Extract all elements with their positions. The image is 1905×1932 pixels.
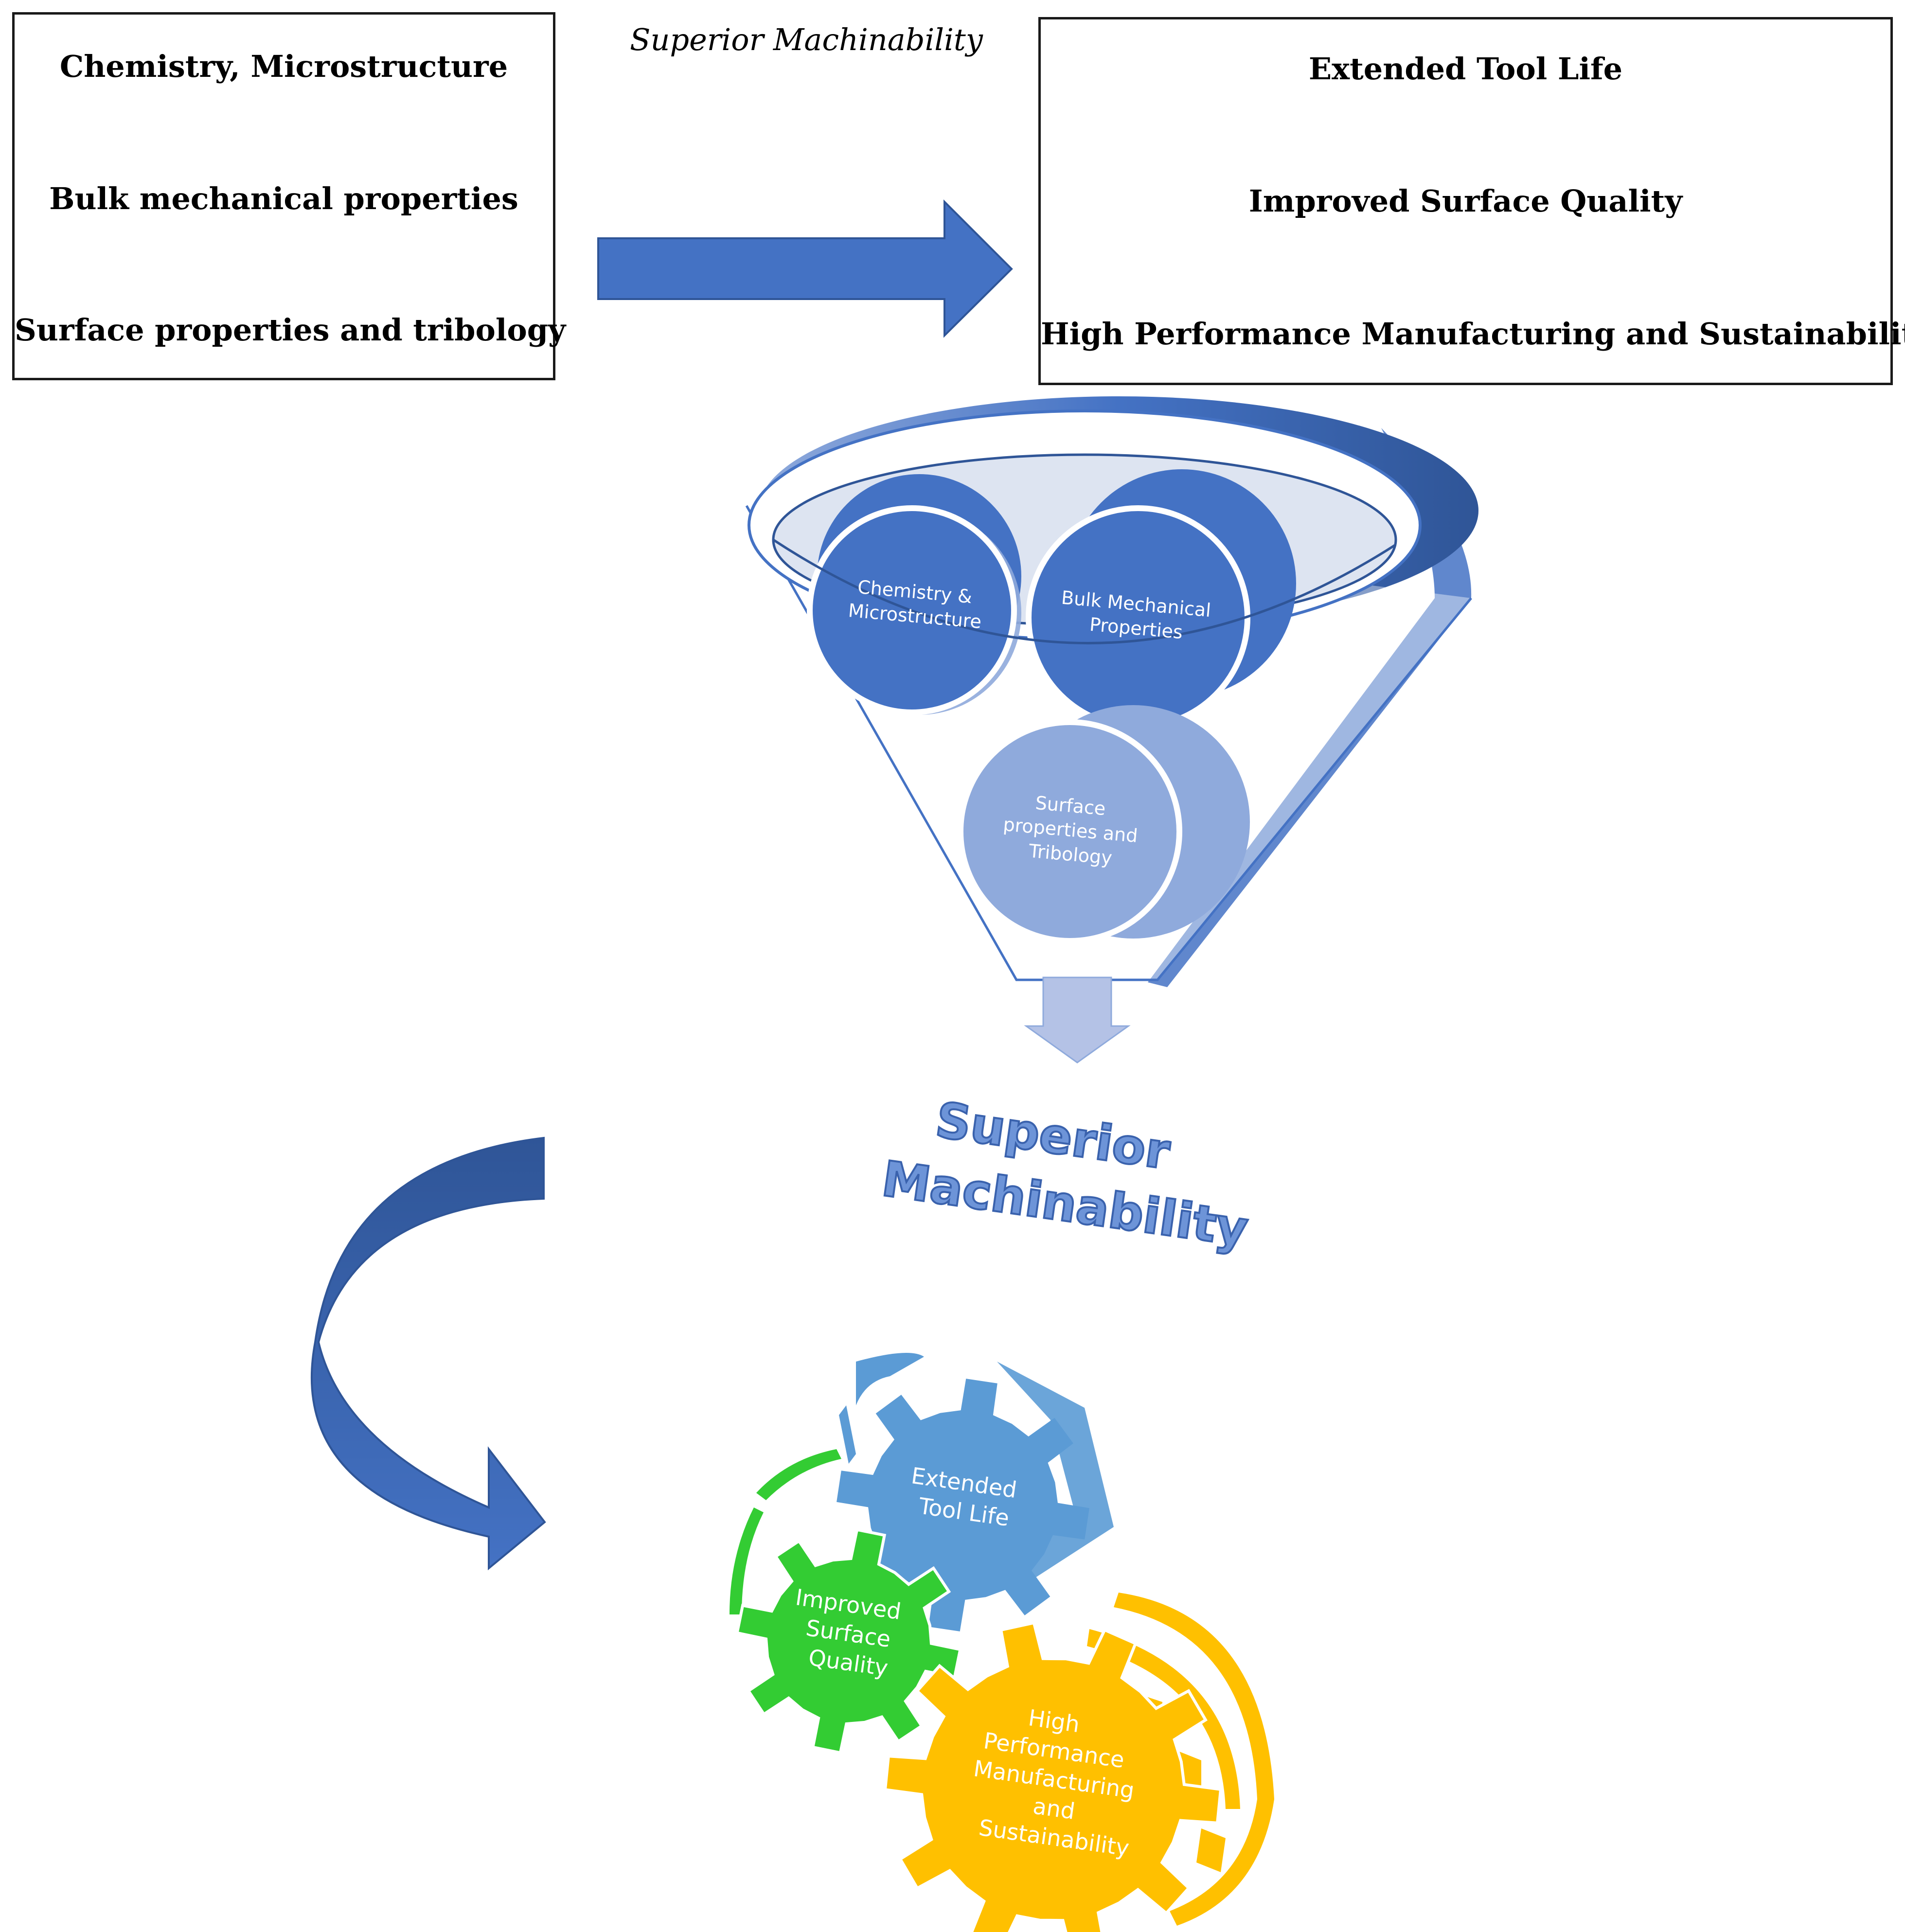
left-box-line-3: Surface properties and tribology [15, 312, 566, 348]
right-box-line-3: High Performance Manufacturing and Susta… [1041, 316, 1905, 352]
left-box-line-2: Bulk mechanical properties [49, 181, 518, 216]
left-box: Chemistry, Microstructure Bulk mechanica… [12, 12, 566, 380]
left-box-line-1: Chemistry, Microstructure [59, 49, 508, 84]
funnel [745, 396, 1478, 1063]
right-box-line-1: Extended Tool Life [1308, 51, 1623, 87]
right-arrow [597, 199, 1013, 338]
gears-group [730, 1353, 1274, 1932]
curved-arrow [310, 1136, 546, 1571]
funnel-down-arrow [1024, 976, 1131, 1063]
gear-high-line-4: and [1032, 1792, 1077, 1825]
right-box: Extended Tool Life Improved Surface Qual… [1038, 17, 1905, 385]
right-box-line-2: Improved Surface Quality [1248, 183, 1683, 219]
header-label: Superior Machinability [630, 22, 983, 57]
